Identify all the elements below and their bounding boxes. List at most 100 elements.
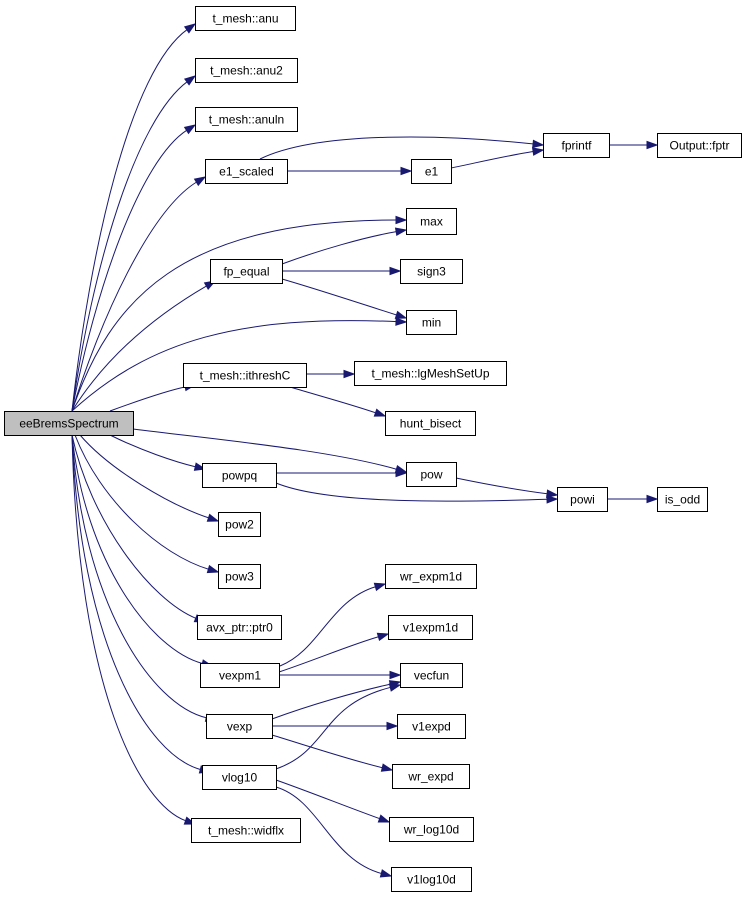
edge-ithreshc-to-hunt-bisect [289,386,387,417]
node-sign3[interactable]: sign3 [400,259,463,284]
node-label: wr_log10d [403,823,459,837]
edge-e1-scaled-to-e1 [286,166,413,176]
arrowhead-icon [377,814,391,823]
edge-vlog10-to-vecfun [275,683,402,770]
node-box [657,133,742,158]
edge-eebremsspectrum-to-pow3 [74,434,220,574]
node-label: pow2 [225,518,254,532]
node-v1log10d[interactable]: v1log10d [391,867,472,892]
node-wr-log10d[interactable]: wr_log10d [389,817,474,842]
edge-fp-equal-to-max [281,227,408,265]
node-anu2[interactable]: t_mesh::anu2 [195,58,298,83]
node-label: hunt_bisect [400,417,462,431]
arrowhead-icon [532,139,545,149]
arrowhead-icon [388,683,402,692]
edge-line [271,683,392,720]
arrowhead-icon [373,408,387,417]
edge-line [71,28,188,412]
edge-line [71,434,208,719]
node-label: avx_ptr::ptr0 [206,621,273,635]
node-hunt-bisect[interactable]: hunt_bisect [385,411,476,436]
node-box [388,615,473,640]
node-powi[interactable]: powi [557,487,608,512]
arrowhead-icon [400,166,413,176]
node-powpq[interactable]: powpq [202,463,277,488]
arrowhead-icon [546,489,559,498]
node-pow[interactable]: pow [406,462,457,487]
edge-ithreshc-to-lgmeshsetup [305,369,356,379]
node-box [397,714,466,739]
edge-line [71,219,398,412]
edge-line [275,482,549,502]
node-anuln[interactable]: t_mesh::anuln [195,107,298,132]
node-is-odd[interactable]: is_odd [657,487,708,512]
edge-line [271,734,384,769]
node-v1expd[interactable]: v1expd [397,714,466,739]
node-widflx[interactable]: t_mesh::widflx [191,818,301,843]
node-wr-expd[interactable]: wr_expd [392,764,470,789]
node-box [195,6,296,31]
edge-eebremsspectrum-to-anu2 [71,75,197,412]
arrowhead-icon [395,468,408,478]
edge-powpq-to-powi [275,482,559,504]
node-box [543,133,610,158]
arrowhead-icon [546,495,559,504]
node-ptr0[interactable]: avx_ptr::ptr0 [197,615,282,640]
edge-line [278,636,380,673]
edge-line [450,150,535,169]
arrowhead-icon [183,124,197,135]
edge-vlog10-to-wr-log10d [275,779,391,823]
edge-line [279,586,377,667]
node-label: sign3 [417,265,446,279]
edge-line [71,434,202,771]
node-vexpm1[interactable]: vexpm1 [200,663,280,688]
node-eebremsspectrum: eeBremsSpectrum [4,411,134,436]
node-min[interactable]: min [406,310,457,335]
edge-vexpm1-to-vecfun [278,670,402,680]
node-v1expm1d[interactable]: v1expm1d [388,615,473,640]
edge-vlog10-to-v1log10d [275,786,393,878]
node-box [406,208,457,235]
node-vecfun[interactable]: vecfun [400,663,463,688]
arrowhead-icon [376,632,390,642]
node-wr-expm1d[interactable]: wr_expm1d [385,564,477,589]
node-fprintf[interactable]: fprintf [543,133,610,158]
node-e1-scaled[interactable]: e1_scaled [205,159,288,184]
edge-e1-to-fprintf [450,147,545,169]
node-box [4,411,134,436]
node-label: wr_expd [407,770,453,784]
edge-eebremsspectrum-to-vlog10 [71,434,212,774]
node-label: wr_expm1d [399,570,462,584]
node-box [391,867,472,892]
arrowhead-icon [343,369,356,379]
node-pow3[interactable]: pow3 [218,564,261,589]
node-box [210,259,283,284]
edge-line [289,386,377,414]
node-fptr[interactable]: Output::fptr [657,133,742,158]
node-label: Output::fptr [669,139,729,153]
edge-line [281,278,398,316]
node-box [202,463,277,488]
edge-line [132,428,398,470]
arrowhead-icon [183,23,197,34]
edge-line [281,231,398,265]
node-max[interactable]: max [406,208,457,235]
node-label: t_mesh::lgMeshSetUp [371,367,489,381]
node-box [218,564,261,589]
node-label: eeBremsSpectrum [19,417,118,431]
node-ithreshc[interactable]: t_mesh::ithreshC [183,363,307,388]
node-vexp[interactable]: vexp [206,714,273,739]
node-vlog10[interactable]: vlog10 [202,765,277,790]
arrowhead-icon [380,763,394,772]
node-pow2[interactable]: pow2 [218,512,261,537]
arrowhead-icon [394,310,408,319]
node-box [218,512,261,537]
edge-pow-to-powi [455,477,559,498]
node-fp-equal[interactable]: fp_equal [210,259,283,284]
arrowhead-icon [389,266,402,276]
node-anu[interactable]: t_mesh::anu [195,6,296,31]
node-e1[interactable]: e1 [411,159,452,184]
node-box [406,310,457,335]
node-lgmeshsetup[interactable]: t_mesh::lgMeshSetUp [354,361,507,386]
edge-eebremsspectrum-to-powpq [109,434,207,471]
